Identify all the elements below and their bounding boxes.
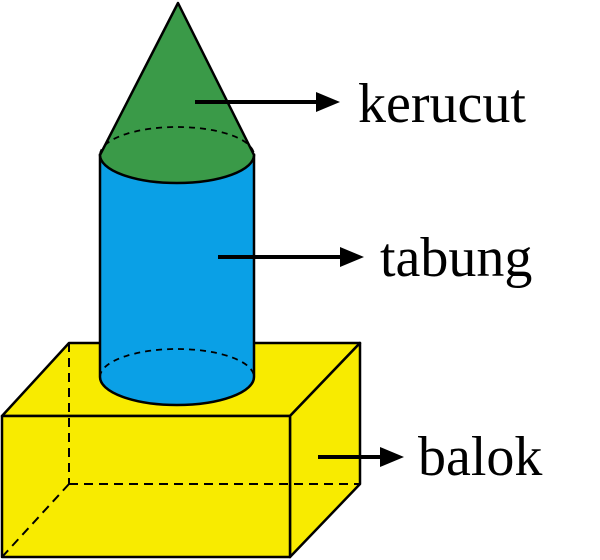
- cuboid-front-face: [0, 414, 292, 559]
- arrow-cylinder: [218, 247, 364, 267]
- cylinder-body: [98, 153, 256, 407]
- cylinder-bottom-hidden-edge: [99, 348, 255, 378]
- cone: [98, 1, 256, 185]
- cuboid: [0, 341, 362, 559]
- arrow-cone: [195, 92, 340, 112]
- arrow-cuboid: [318, 447, 404, 467]
- cone-base-hidden-edge: [99, 126, 255, 156]
- cylinder: [98, 153, 256, 407]
- cuboid-hidden-edges: [1, 343, 360, 558]
- label-cuboid: balok: [418, 426, 542, 488]
- label-cone: kerucut: [358, 73, 526, 135]
- label-cylinder: tabung: [380, 227, 532, 289]
- cone-body: [98, 1, 256, 185]
